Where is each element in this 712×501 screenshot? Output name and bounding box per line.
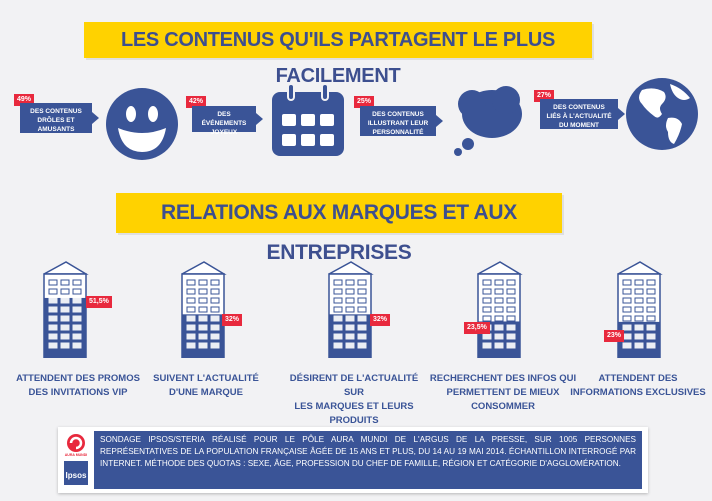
callout-3: DES CONTENUS ILLUSTRANT LEUR PERSONNALIT… bbox=[360, 106, 443, 136]
footer-box: AURA MUNDI Ipsos SONDAGE IPSOS/STERIA RÉ… bbox=[58, 427, 648, 493]
building-icon bbox=[43, 261, 89, 358]
building-icon bbox=[477, 261, 523, 358]
building-pct-badge: 51,5% bbox=[86, 296, 112, 308]
footer-text: SONDAGE IPSOS/STERIA RÉALISÉ POUR LE PÔL… bbox=[94, 431, 642, 489]
caption-line-1: ATTENDENT DES bbox=[598, 373, 678, 384]
pct-badge-2: 42% bbox=[186, 96, 207, 108]
building-icon bbox=[328, 261, 374, 358]
building-pct-badge: 23,5% bbox=[464, 322, 490, 334]
building-pct-badge: 23% bbox=[604, 330, 625, 342]
pct-badge-3: 25% bbox=[354, 96, 375, 108]
building-pct-badge: 32% bbox=[222, 314, 243, 326]
building-caption: DÉSIRENT DE L'ACTUALITÉ SUR LES MARQUES E… bbox=[279, 372, 429, 428]
building-pct-badge: 32% bbox=[370, 314, 391, 326]
caption-line-2: LES MARQUES ET LEURS PRODUITS bbox=[294, 401, 414, 426]
caption-line-2: PERMETTENT DE MIEUX CONSOMMER bbox=[446, 387, 560, 412]
building-icon bbox=[617, 261, 663, 358]
thought-cloud-icon bbox=[454, 86, 522, 156]
caption-line-1: DÉSIRENT DE L'ACTUALITÉ SUR bbox=[289, 373, 419, 398]
caption-line-2: DES INVITATIONS VIP bbox=[28, 387, 128, 398]
callout-2: DES ÉVÉNEMENTS JOYEUX bbox=[192, 106, 263, 136]
ipsos-logo: Ipsos bbox=[64, 461, 88, 485]
building-icon bbox=[181, 261, 227, 358]
section2-title: RELATIONS AUX MARQUES ET AUX ENTREPRISES bbox=[116, 193, 562, 264]
section1-title: LES CONTENUS QU'ILS PARTAGENT LE PLUS FA… bbox=[84, 22, 592, 87]
building-caption: ATTENDENT DES INFORMATIONS EXCLUSIVES bbox=[563, 372, 712, 400]
globe-icon bbox=[626, 78, 698, 150]
smiley-icon bbox=[106, 88, 178, 160]
caption-line-1: ATTENDENT DES PROMOS bbox=[16, 373, 140, 384]
building-caption: ATTENDENT DES PROMOS DES INVITATIONS VIP bbox=[3, 372, 153, 400]
building-caption: RECHERCHENT DES INFOS QUI PERMETTENT DE M… bbox=[428, 372, 578, 414]
caption-line-1: RECHERCHENT DES INFOS QUI bbox=[429, 373, 577, 384]
building-caption: SUIVENT L'ACTUALITÉ D'UNE MARQUE bbox=[131, 372, 281, 400]
aura-mundi-logo: AURA MUNDI bbox=[65, 434, 87, 457]
calendar-icon bbox=[272, 83, 344, 156]
aura-logo-text: AURA MUNDI bbox=[65, 453, 87, 457]
ipsos-logo-text: Ipsos bbox=[66, 471, 87, 480]
callout-1: DES CONTENUS DRÔLES ET AMUSANTS bbox=[20, 103, 99, 133]
caption-line-2: D'UNE MARQUE bbox=[168, 387, 244, 398]
callout-4: DES CONTENUS LIÉS À L'ACTUALITÉ DU MOMEN… bbox=[540, 99, 625, 129]
caption-line-2: INFORMATIONS EXCLUSIVES bbox=[570, 387, 706, 398]
caption-line-1: SUIVENT L'ACTUALITÉ bbox=[153, 373, 259, 384]
